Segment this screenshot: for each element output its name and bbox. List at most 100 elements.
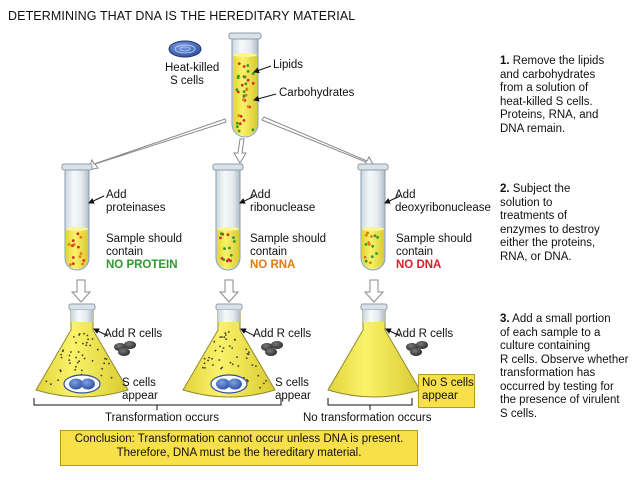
tube1-add-line1: Add — [106, 189, 127, 201]
bracket-no-transformation — [327, 398, 413, 410]
add-enzyme-pointer — [88, 195, 105, 204]
molecule-dot — [251, 82, 255, 85]
diagram-title: DETERMINING THAT DNA IS THE HEREDITARY M… — [8, 9, 356, 23]
culture-flask-3 — [327, 303, 428, 398]
carbohydrates-pointer — [253, 93, 277, 102]
bacteria-dot — [214, 349, 217, 352]
bacteria-dot — [91, 360, 94, 362]
bacteria-dot — [219, 345, 221, 348]
bacteria-dot — [86, 334, 89, 337]
step-1: 1. Remove the lipids and carbohydrates f… — [500, 55, 636, 136]
step-3-line: occurred by testing for — [500, 380, 614, 393]
bacteria-dot — [81, 354, 84, 357]
step-2-line: enzymes to destroy — [500, 223, 600, 236]
bacteria-dot — [75, 341, 77, 344]
step-1-number: 1. — [500, 55, 510, 67]
s-cells-icon — [63, 374, 101, 394]
molecule-dot — [367, 243, 371, 246]
step-3-line: S cells. — [500, 407, 538, 420]
bacteria-dot — [246, 379, 248, 381]
no-s-cells-box: No S cells appear — [418, 374, 475, 408]
bacteria-dot — [83, 332, 85, 335]
step-3-line: R cells. Observe whether — [500, 353, 629, 366]
flask3-outcome-line2: appear — [422, 390, 458, 402]
bacteria-dot — [77, 351, 80, 353]
bacteria-dot — [225, 338, 228, 341]
molecule-dot — [246, 105, 250, 108]
molecule-dot — [246, 78, 250, 82]
flask1-outcome-line2: appear — [122, 390, 158, 402]
step-2-number: 2. — [500, 183, 510, 195]
step-2-line: Subject the — [512, 183, 571, 195]
molecule-dot — [77, 245, 80, 249]
tube1-add-line2: proteinases — [106, 202, 166, 214]
molecule-dot — [239, 114, 243, 118]
conclusion-line2: Therefore, DNA must be the hereditary ma… — [116, 447, 362, 459]
molecule-dot — [79, 235, 83, 239]
molecule-dot — [366, 231, 369, 235]
transformation-occurs-label: Transformation occurs — [105, 412, 219, 424]
molecule-dot — [228, 246, 231, 250]
bacteria-dot — [221, 366, 224, 369]
molecule-dot — [242, 90, 246, 93]
bacteria-dot — [265, 379, 267, 382]
molecule-dot — [236, 125, 239, 129]
bacteria-dot — [105, 358, 108, 360]
molecule-dot — [242, 94, 246, 98]
carbohydrates-label: Carbohydrates — [279, 87, 355, 99]
bacteria-dot — [69, 362, 71, 364]
bacteria-dot — [75, 365, 77, 368]
bacteria-dot — [45, 380, 48, 383]
bacteria-dot — [236, 356, 239, 358]
molecule-dot — [237, 114, 241, 117]
step-2-line: RNA, or DNA. — [500, 250, 572, 263]
flask2-outcome-line1: S cells — [275, 377, 309, 389]
tube1-sample-line2: contain — [106, 246, 144, 258]
tube1-sample-label: Sample should contain NO PROTEIN — [106, 233, 182, 272]
bacteria-dot — [76, 361, 79, 364]
molecule-dot — [245, 87, 249, 91]
heat-killed-label: Heat-killed S cells — [165, 62, 219, 88]
add-enzyme-pointer — [384, 195, 401, 204]
molecule-dot — [71, 262, 75, 265]
molecule-dot — [246, 64, 250, 67]
step-3-line: of each sample to a — [500, 326, 601, 339]
add-r-cells-pointer — [93, 328, 109, 337]
bacteria-dot — [248, 351, 250, 353]
bacteria-dot — [59, 370, 62, 373]
bacteria-dot — [203, 362, 206, 365]
r-cells-icon — [114, 341, 136, 356]
bacteria-dot — [245, 357, 248, 359]
bacteria-dot — [85, 341, 88, 344]
flask2-outcome-line2: appear — [275, 390, 311, 402]
step-3-line: culture containing — [500, 340, 591, 352]
bacteria-dot — [101, 367, 103, 370]
bacteria-dot — [91, 338, 94, 340]
molecule-dot — [364, 259, 368, 263]
bacteria-dot — [231, 347, 234, 349]
bacteria-dot — [213, 340, 216, 343]
step-3-line: transformation has — [500, 367, 596, 379]
molecule-dot — [219, 236, 222, 240]
molecule-dot — [236, 121, 239, 125]
bacteria-dot — [87, 338, 89, 341]
molecule-dot — [246, 70, 250, 73]
heat-killed-s-cell-icon — [168, 40, 202, 58]
bacteria-dot — [203, 357, 206, 360]
flask2-add-r-label: Add R cells — [253, 328, 312, 340]
step-1-line: and carbohydrates — [500, 68, 596, 81]
bacteria-dot — [89, 344, 92, 347]
r-cells-icon — [406, 341, 428, 356]
bacteria-dot — [204, 367, 206, 369]
bacteria-dot — [78, 360, 80, 362]
bacteria-dot — [82, 342, 84, 345]
molecule-dot — [78, 255, 82, 258]
flask3-outcome-line1: No S cells — [422, 377, 474, 389]
bacteria-dot — [83, 357, 86, 360]
enzyme-test-tube-2 — [212, 163, 256, 271]
bracket-transformation — [33, 398, 282, 410]
bacteria-dot — [103, 362, 106, 365]
bacteria-dot — [227, 331, 230, 333]
bacteria-dot — [61, 350, 64, 353]
bacteria-dot — [85, 344, 88, 347]
